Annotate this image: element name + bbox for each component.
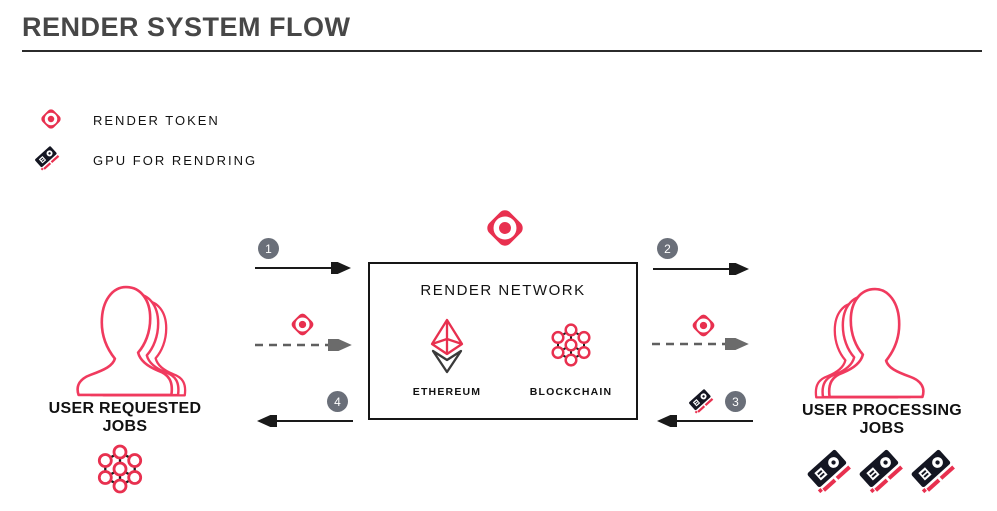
arrow-step-3: [657, 415, 753, 427]
right-actor-label: USER PROCESSING JOBS: [801, 402, 963, 437]
blockchain-icon: [551, 323, 591, 367]
network-token: [483, 206, 527, 255]
render-token-icon: [483, 206, 527, 250]
render-token-icon: [689, 311, 718, 340]
dashed-arrow-right: [652, 338, 749, 350]
gpu-icon: [33, 145, 60, 172]
network-box-title: RENDER NETWORK: [420, 282, 586, 299]
legend-render-token: [38, 106, 64, 136]
ethereum-label: ETHEREUM: [412, 386, 482, 398]
legend-gpu: [33, 143, 61, 176]
step-badge-1: 1: [258, 238, 279, 259]
gpu-icon: [687, 388, 714, 415]
legend-gpu-label: GPU FOR RENDRING: [93, 153, 258, 168]
step-badge-4: 4: [327, 391, 348, 412]
arrow-step-2: [653, 263, 749, 275]
dashed-arrow-left: [255, 339, 352, 351]
blockchain-label: BLOCKCHAIN: [529, 386, 613, 398]
render-token-icon: [38, 106, 64, 132]
step-badge-2: 2: [657, 238, 678, 259]
ethereum-icon: [430, 318, 464, 374]
page-title: RENDER SYSTEM FLOW: [22, 12, 351, 42]
arrow-step-4: [257, 415, 353, 427]
gpu-icon: [804, 448, 852, 495]
render-network-box: RENDER NETWORK ETHEREUM BLOCKCHAIN: [368, 262, 638, 420]
left-actor-label: USER REQUESTED JOBS: [48, 400, 202, 435]
gpu-icon: [908, 448, 956, 495]
legend-render-token-label: RENDER TOKEN: [93, 113, 220, 128]
blockchain-molecule-icon: [97, 444, 143, 494]
step-badge-3: 3: [725, 391, 746, 412]
arrow-step-1: [255, 262, 351, 274]
render-token-icon: [288, 310, 317, 339]
gpu-row: [804, 441, 958, 497]
users-group-icon: [76, 285, 187, 397]
gpu-icon: [856, 448, 904, 495]
users-group-icon: [814, 287, 925, 399]
title-divider: [22, 50, 982, 52]
